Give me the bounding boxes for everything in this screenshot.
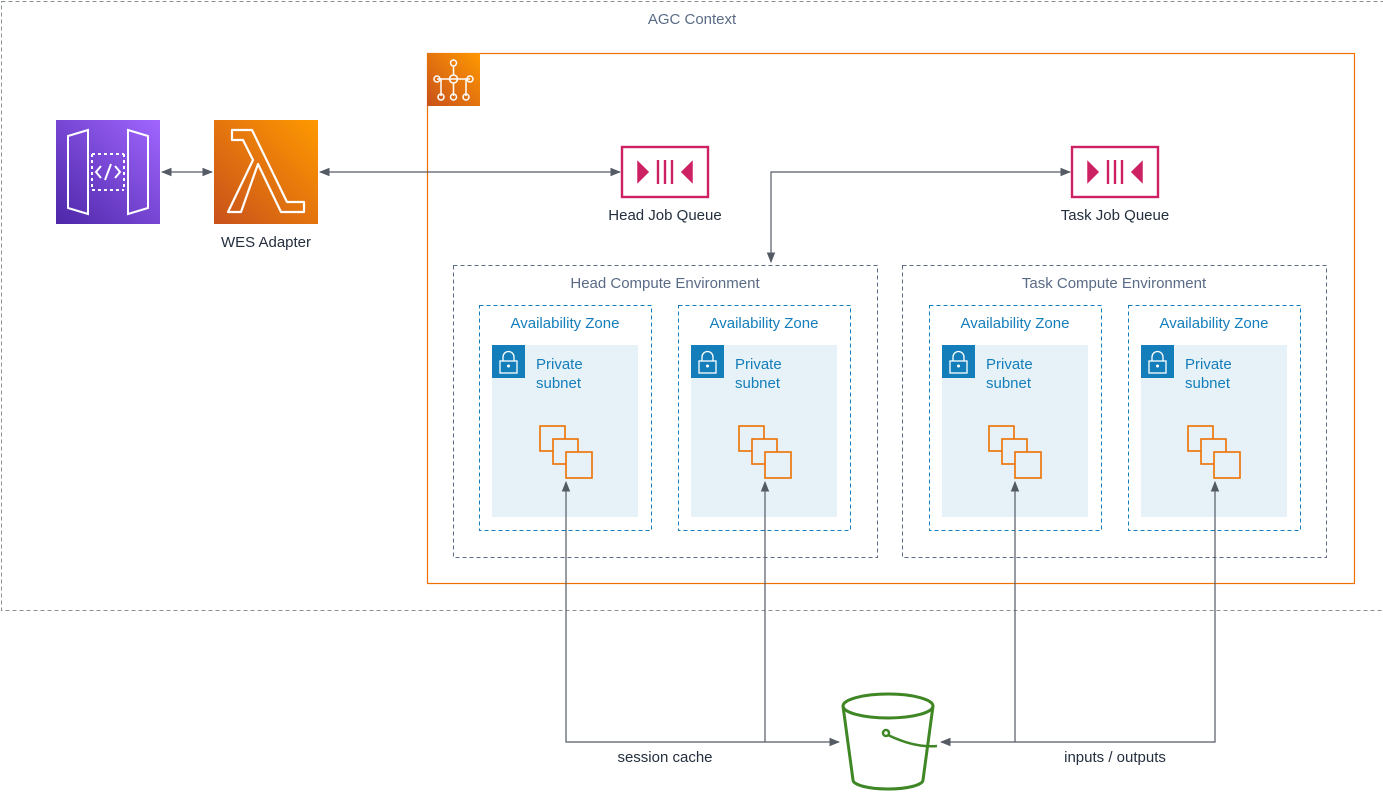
s3-bucket-icon (841, 692, 938, 791)
subnet-label-4: Private subnet (1185, 356, 1232, 392)
inputs-outputs-label: inputs / outputs (1064, 749, 1166, 766)
connectors (160, 167, 1220, 747)
task-job-queue-label: Task Job Queue (1060, 207, 1170, 224)
api-gateway-icon (56, 120, 160, 224)
ec2-instances-icon (539, 425, 593, 479)
queue-icon (620, 145, 710, 199)
az-title-2: Availability Zone (709, 315, 819, 332)
head-job-queue-label: Head Job Queue (608, 207, 722, 224)
lock-icon (942, 345, 975, 378)
az-title-4: Availability Zone (1159, 315, 1269, 332)
session-cache-label: session cache (617, 749, 713, 766)
lock-icon (1141, 345, 1174, 378)
agc-context-label: AGC Context (647, 11, 737, 28)
ec2-instances-icon (988, 425, 1042, 479)
agc-context-group (1, 1, 1383, 611)
subnet-label-2: Private subnet (735, 356, 782, 392)
lock-icon (492, 345, 525, 378)
subnet-label-3: Private subnet (986, 356, 1033, 392)
ec2-instances-icon (738, 425, 792, 479)
queue-icon (1070, 145, 1160, 199)
lock-icon (691, 345, 724, 378)
az4-s3-connector (939, 480, 1220, 747)
ec2-instances-icon (1187, 425, 1241, 479)
task-compute-env-label: Task Compute Environment (1021, 275, 1207, 292)
task-queue-env-connector (766, 167, 1072, 264)
az-title-1: Availability Zone (510, 315, 620, 332)
az-title-3: Availability Zone (960, 315, 1070, 332)
head-compute-env-label: Head Compute Environment (570, 275, 760, 292)
subnet-label-1: Private subnet (536, 356, 583, 392)
lambda-icon (214, 120, 318, 224)
wes-adapter-label: WES Adapter (220, 234, 312, 251)
batch-group (426, 52, 1356, 585)
az1-s3-connector (561, 480, 841, 747)
batch-icon (427, 53, 480, 106)
